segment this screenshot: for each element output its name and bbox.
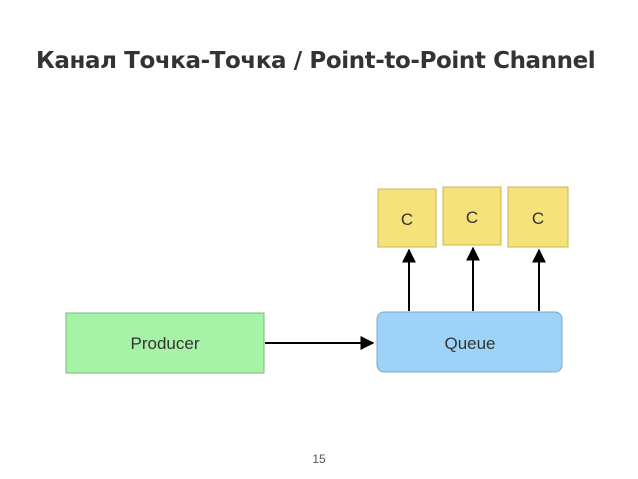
consumer-node-2: C (442, 186, 502, 246)
consumer-label-2: C (466, 208, 478, 227)
consumer-box-3 (507, 186, 569, 248)
producer-node: Producer (65, 312, 265, 374)
producer-label: Producer (131, 334, 200, 353)
producer-box (65, 312, 265, 374)
slide-title: Канал Точка-Точка / Point-to-Point Chann… (36, 48, 596, 74)
consumer-box-1 (377, 188, 437, 248)
consumer-node-3: C (507, 186, 569, 248)
consumer-label-3: C (532, 209, 544, 228)
queue-node: Queue (376, 311, 563, 373)
page-number: 15 (312, 452, 326, 466)
consumer-box-2 (442, 186, 502, 246)
queue-label: Queue (444, 334, 495, 353)
queue-box (376, 311, 563, 373)
consumer-label-1: C (401, 210, 413, 229)
consumer-node-1: C (377, 188, 437, 248)
